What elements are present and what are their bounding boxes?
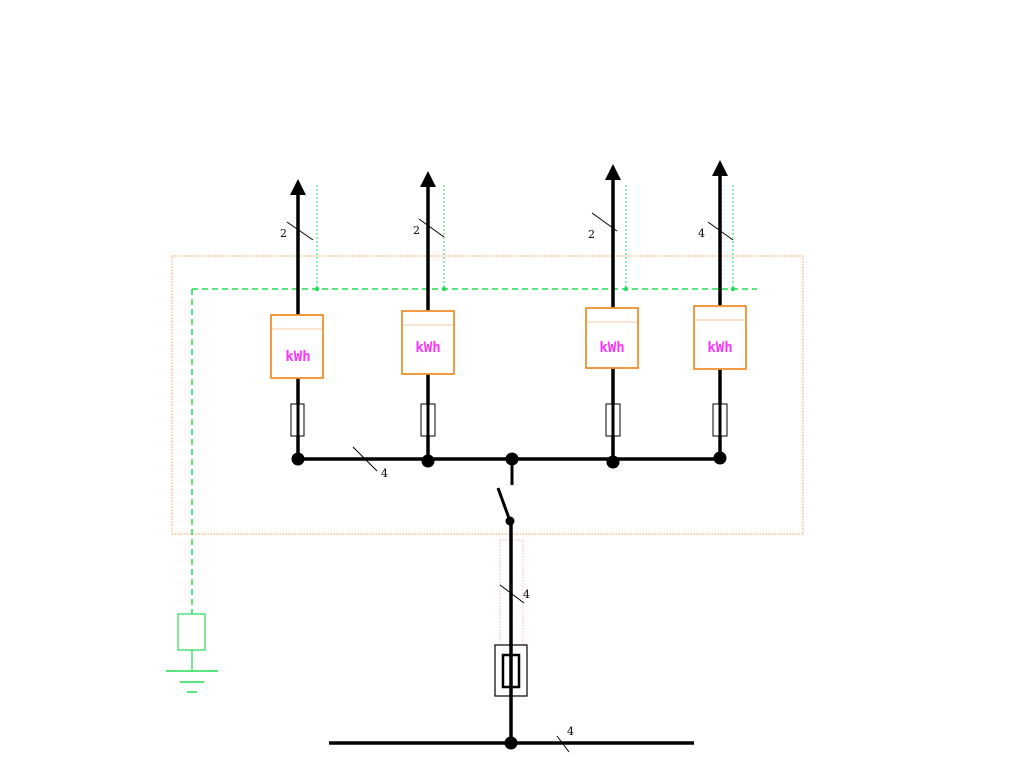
feeder-1: 2 kWh — [270, 179, 324, 459]
feeder-3-wire-count: 2 — [588, 228, 595, 241]
energy-meter-1 — [270, 314, 324, 379]
feeder-2-wire-count: 2 — [413, 224, 420, 237]
meter-1-label: kWh — [285, 349, 310, 365]
arrow-up-icon — [605, 164, 621, 180]
meter-3-label: kWh — [599, 340, 624, 356]
energy-meter-4 — [693, 305, 747, 370]
feeder-3: 2 kWh — [585, 164, 639, 461]
arrow-up-icon — [420, 171, 436, 187]
main-supply-line: 4 — [329, 725, 694, 753]
feeder-4-wire-count: 4 — [698, 227, 705, 240]
feeder-4: 4 kWh — [693, 160, 747, 458]
incoming-line: 4 — [494, 521, 530, 743]
energy-meter-2 — [401, 310, 455, 375]
feeder-2: 2 kWh — [401, 171, 455, 461]
earth-junction-dots — [314, 286, 736, 292]
arrow-up-icon — [290, 179, 306, 195]
incoming-wire-count: 4 — [523, 588, 530, 601]
earth-electrode — [166, 613, 218, 693]
feeder-1-wire-count: 2 — [280, 227, 287, 240]
meter-2-label: kWh — [415, 340, 440, 356]
distribution-enclosure — [171, 255, 804, 535]
arrow-up-icon — [712, 160, 728, 176]
busbar-wire-count: 4 — [381, 467, 388, 480]
earth-conductor — [191, 185, 757, 614]
energy-meter-3 — [585, 307, 639, 369]
meter-4-label: kWh — [707, 340, 732, 356]
main-line-wire-count: 4 — [567, 725, 574, 738]
main-switch — [496, 459, 515, 526]
